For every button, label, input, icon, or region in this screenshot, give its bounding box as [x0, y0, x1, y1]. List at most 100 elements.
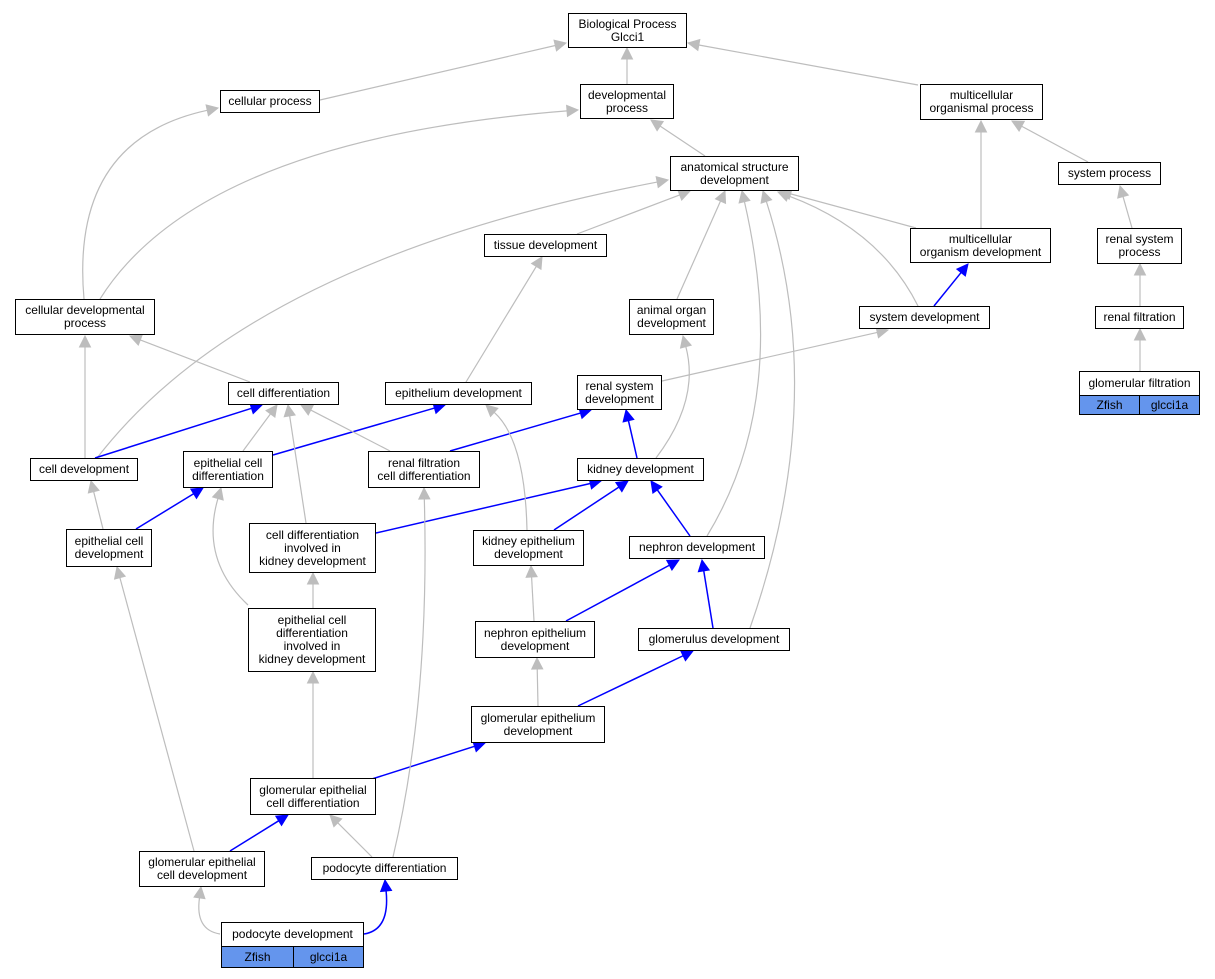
edge-arrowhead — [714, 189, 727, 205]
go-term-renal-filtration[interactable]: renal filtration — [1095, 306, 1184, 329]
term-label-line: Biological Process — [578, 16, 677, 31]
term-label-line: animal organ — [636, 303, 707, 317]
edge-arrowhead — [1133, 327, 1147, 341]
go-term-cell-differentiation[interactable]: cell differentiation — [228, 382, 339, 405]
go-term-kidney-development[interactable]: kidney development — [577, 458, 704, 481]
edge-arrowhead — [128, 334, 143, 347]
go-term-glomerular-filtration[interactable]: glomerular filtration — [1079, 371, 1200, 396]
term-label-line: process — [63, 316, 107, 330]
go-term-cell-development[interactable]: cell development — [30, 458, 138, 481]
go-term-epithelium-development[interactable]: epithelium development — [385, 382, 532, 405]
term-label-line: system process — [1067, 166, 1152, 180]
edge-arrowhead — [620, 46, 634, 60]
edge-arrowhead — [379, 878, 393, 893]
edge-line — [659, 125, 706, 157]
edge-arrowhead — [300, 404, 315, 416]
term-label-line: epithelial cell — [277, 613, 347, 627]
edge-arrowhead — [566, 104, 580, 118]
go-term-tissue-development[interactable]: tissue development — [484, 234, 607, 257]
edge-line — [933, 272, 962, 307]
edge-arrowhead — [530, 256, 543, 271]
go-term-system-process[interactable]: system process — [1058, 162, 1161, 185]
term-label-line: multicellular — [948, 231, 1013, 246]
edge-arrowhead — [283, 403, 296, 418]
edge-is-a — [329, 814, 373, 858]
edge-is-a — [485, 404, 528, 531]
edge-line — [627, 420, 638, 459]
edge-line — [553, 486, 620, 531]
edge-line — [749, 201, 796, 629]
term-label-line: nephron epithelium — [483, 625, 587, 640]
edge-line — [119, 577, 195, 852]
edge-is-a — [1133, 262, 1147, 306]
edge-is-a — [87, 479, 104, 530]
go-term-podocyte-development[interactable]: podocyte development — [221, 922, 364, 947]
term-label-line: developmental — [587, 87, 667, 102]
term-label-line: development — [503, 723, 573, 738]
edge-arrowhead — [677, 189, 692, 201]
edge-arrowhead — [614, 480, 629, 493]
edge-line — [1122, 196, 1133, 229]
go-term-system-development[interactable]: system development — [859, 306, 990, 329]
term-label-line: glomerular epithelial — [259, 782, 367, 797]
edge-is-a — [300, 404, 391, 452]
term-label-line: development — [700, 172, 769, 187]
edge-arrowhead — [193, 885, 206, 900]
edge-arrowhead — [329, 814, 343, 828]
edge-line — [392, 498, 426, 858]
go-term-podocyte-differentiation[interactable]: podocyte differentiation — [311, 857, 458, 880]
term-label-line: cell differentiation — [266, 795, 360, 810]
edge-line — [565, 564, 670, 622]
edge-line — [82, 109, 208, 300]
edge-line — [577, 655, 684, 707]
edge-is-a — [1133, 327, 1147, 371]
go-term-nephron-development[interactable]: nephron development — [629, 536, 765, 559]
edge-is-a — [82, 104, 220, 300]
edge-line — [493, 411, 528, 531]
edge-part-of — [272, 402, 447, 456]
edge-arrowhead — [485, 404, 499, 418]
go-term-glomerulus-development[interactable]: glomerulus development — [638, 628, 790, 651]
edge-arrowhead — [87, 479, 100, 494]
term-label-line: glomerular epithelial — [148, 855, 256, 869]
edge-arrowhead — [265, 404, 278, 418]
edge-is-a — [128, 334, 251, 383]
annotation-species-cell[interactable]: Zfish — [221, 946, 294, 968]
edge-line — [676, 200, 722, 300]
edge-part-of — [135, 487, 204, 530]
edge-arrowhead — [679, 650, 695, 662]
edge-is-a — [530, 656, 544, 707]
annotation-gene-cell[interactable]: glcci1a — [293, 946, 364, 968]
term-label-line: epithelial cell — [193, 455, 263, 470]
term-label-line: multicellular — [949, 88, 1014, 102]
edge-line — [96, 181, 658, 459]
term-label-line: development — [74, 547, 144, 561]
edge-part-of — [553, 480, 629, 531]
edge-is-a — [661, 326, 890, 382]
term-label-line: kidney epithelium — [482, 534, 575, 548]
annotation-species-cell[interactable]: Zfish — [1079, 395, 1140, 415]
annotation-gene-cell[interactable]: glcci1a — [1139, 395, 1200, 415]
term-label-line: podocyte differentiation — [322, 861, 447, 875]
go-term-cellular-process[interactable]: cellular process — [220, 90, 320, 113]
edge-line — [93, 491, 104, 530]
